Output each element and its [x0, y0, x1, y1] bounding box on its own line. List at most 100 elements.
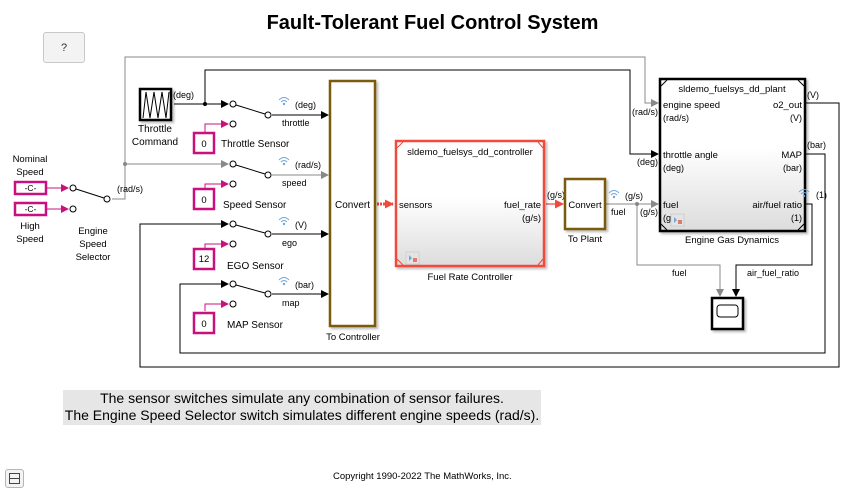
svg-text:-C-: -C- — [25, 183, 37, 193]
selector-label-3: Selector — [76, 252, 111, 263]
air-fuel-ratio-line[interactable] — [732, 203, 813, 297]
throttle-cmd-unit: (deg) — [173, 90, 194, 100]
fuel-rate-controller-block[interactable]: sldemo_fuelsys_dd_controller sensors fue… — [394, 139, 546, 268]
svg-text:0: 0 — [201, 319, 206, 330]
plant-out-o2-unit: (V) — [790, 113, 802, 123]
controller-out-port: fuel_rate — [504, 200, 541, 211]
scope-block[interactable] — [710, 296, 745, 331]
annotation-note: The sensor switches simulate any combina… — [63, 390, 541, 425]
throttle-sensor-label: Throttle Sensor — [221, 139, 290, 150]
throttle-sensor-line[interactable] — [204, 120, 229, 132]
controller-model-name: sldemo_fuelsys_dd_controller — [407, 147, 533, 158]
plant-in-engine-speed: engine speed — [663, 100, 720, 111]
o2-feedback-line[interactable] — [139, 102, 840, 368]
fuel-rate-unit: (g/s) — [547, 190, 565, 200]
ego-sensor-label: EGO Sensor — [227, 261, 284, 272]
controller-in-port: sensors — [399, 200, 433, 211]
model-reference-icon[interactable] — [670, 213, 685, 227]
engine-speed-line[interactable] — [112, 56, 659, 200]
fuel-to-scope-line[interactable] — [636, 204, 724, 297]
afr-ext-unit: (1) — [816, 190, 827, 200]
copyright-text: Copyright 1990-2022 The MathWorks, Inc. — [333, 471, 512, 482]
engine-speed-selector-switch[interactable] — [69, 184, 111, 213]
plant-in-fuel: fuel — [663, 200, 678, 211]
svg-text:0: 0 — [201, 139, 206, 150]
throttle-sensor-switch[interactable] — [229, 100, 272, 128]
wireless-icon — [278, 217, 290, 226]
map-sensor-label: MAP Sensor — [227, 320, 284, 331]
to-controller-label: To Controller — [326, 332, 380, 343]
controller-out-unit: (g/s) — [522, 213, 541, 224]
throttle-angle-line[interactable] — [204, 69, 659, 158]
note-line-2: The Engine Speed Selector switch simulat… — [64, 407, 540, 423]
selector-label-2: Speed — [79, 239, 106, 250]
speed-sensor-label: Speed Sensor — [223, 200, 287, 211]
svg-text:0: 0 — [201, 195, 206, 206]
nominal-speed-constant[interactable]: -C- — [13, 180, 48, 196]
plant-model-name: sldemo_fuelsys_dd_plant — [678, 84, 786, 95]
svg-text:Convert: Convert — [335, 200, 370, 211]
wireless-icon — [278, 277, 290, 286]
help-button[interactable]: ? — [43, 32, 85, 63]
o2-ext-unit: (V) — [807, 90, 819, 100]
signal-lines — [47, 56, 840, 368]
map-signal-label: map — [282, 298, 300, 308]
throttle-sensor-constant[interactable]: 0 — [192, 131, 216, 155]
map-sensor-line[interactable] — [204, 300, 229, 311]
high-speed-label: High — [20, 221, 40, 232]
high-speed-constant[interactable]: -C- — [13, 201, 48, 217]
plant-out-map: MAP — [781, 150, 802, 161]
plant-in-throttle: throttle angle — [663, 150, 718, 161]
wireless-icon — [798, 189, 810, 198]
fuel-signal-label: fuel — [611, 207, 626, 217]
wireless-icon — [278, 97, 290, 106]
plant-out-map-unit: (bar) — [783, 163, 802, 173]
scope-afr-label: air_fuel_ratio — [747, 268, 799, 278]
map-sensor-switch[interactable] — [229, 280, 272, 308]
speed-sensor-switch[interactable] — [229, 160, 272, 188]
speed-unit: (rad/s) — [295, 160, 321, 170]
map-ext-unit: (bar) — [807, 140, 826, 150]
plant-in-engine-speed-unit: (rad/s) — [663, 113, 689, 123]
signal-builder-icon — [142, 91, 170, 119]
selector-unit: (rad/s) — [117, 184, 143, 194]
ego-sensor-constant[interactable]: 12 — [192, 247, 216, 271]
engine-gas-dynamics-block[interactable]: sldemo_fuelsys_dd_plant engine speed (ra… — [658, 77, 807, 233]
wireless-icon — [278, 157, 290, 166]
ego-sensor-switch[interactable] — [229, 220, 272, 248]
collapse-button[interactable] — [5, 469, 24, 488]
ego-unit: (V) — [295, 220, 307, 230]
throttle-unit: (deg) — [295, 100, 316, 110]
scope-screen-icon — [716, 304, 739, 318]
branch-point — [123, 162, 127, 166]
fuel-ext-unit: (g/s) — [640, 207, 658, 217]
note-line-1: The sensor switches simulate any combina… — [100, 390, 504, 406]
map-unit: (bar) — [295, 280, 314, 290]
plant-out-afr-unit: (1) — [791, 213, 802, 223]
plant-out-afr: air/fuel ratio — [752, 200, 802, 211]
ego-signal-label: ego — [282, 238, 297, 248]
model-reference-icon[interactable] — [405, 251, 420, 265]
to-plant-block[interactable]: Convert — [563, 177, 607, 231]
diagram-title: Fault-Tolerant Fuel Control System — [266, 12, 599, 34]
speed-sensor-constant[interactable]: 0 — [192, 187, 216, 211]
engine-gas-dynamics-label: Engine Gas Dynamics — [685, 235, 779, 246]
plant-in-throttle-unit: (deg) — [663, 163, 684, 173]
throttle-command-label-2: Command — [132, 137, 178, 148]
wireless-icon — [608, 190, 620, 199]
map-sensor-constant[interactable]: 0 — [192, 311, 216, 335]
throttle-ext-unit: (deg) — [637, 157, 658, 167]
fuel-rate-controller-label: Fuel Rate Controller — [427, 272, 512, 283]
svg-text:Convert: Convert — [568, 200, 602, 211]
map-feedback-line[interactable] — [179, 153, 826, 354]
engine-speed-ext-unit: (rad/s) — [632, 107, 658, 117]
speed-signal-label: speed — [282, 178, 307, 188]
nominal-speed-label-2: Speed — [16, 167, 43, 178]
svg-text:-C-: -C- — [25, 204, 37, 214]
high-speed-label-2: Speed — [16, 234, 43, 245]
throttle-signal-label: throttle — [282, 118, 310, 128]
to-controller-block[interactable]: Convert — [328, 79, 377, 328]
selector-label: Engine — [78, 226, 108, 237]
throttle-command-block[interactable] — [138, 87, 173, 122]
